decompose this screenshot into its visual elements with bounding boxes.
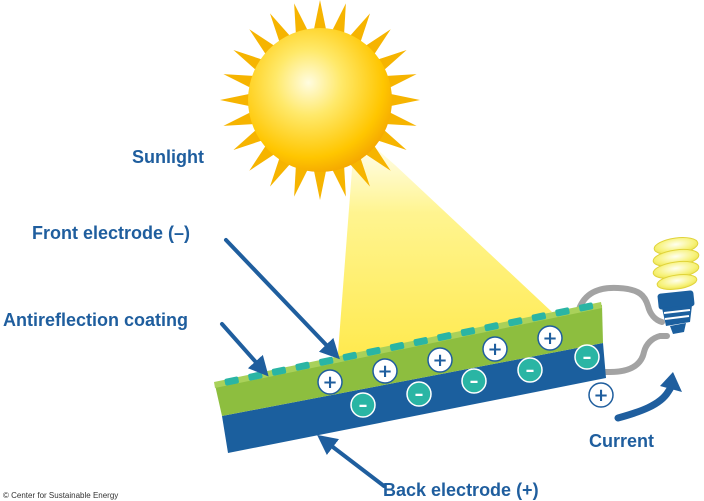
back-electrode-arrow-icon xyxy=(317,434,386,488)
positive-charge: + xyxy=(537,325,563,351)
current-arrow-icon xyxy=(614,372,682,422)
front-electrode-label: Front electrode (–) xyxy=(32,223,190,243)
sun-icon xyxy=(220,0,420,200)
sun-ray xyxy=(383,92,420,108)
sun-ray xyxy=(312,163,328,200)
front-electrode-dots xyxy=(224,302,594,386)
antireflection-arrow-icon xyxy=(220,322,269,377)
minus-charge-label: – xyxy=(359,395,368,416)
charges-group: +++++––––– xyxy=(317,325,600,418)
front-electrode-dot xyxy=(484,322,499,332)
positive-charge: + xyxy=(482,336,508,362)
plus-charge-label: + xyxy=(432,350,447,371)
front-electrode-dot xyxy=(460,327,476,337)
credit-text: © Center for Sustainable Energy xyxy=(3,491,118,500)
front-electrode-dot xyxy=(413,337,428,347)
light-bulb-icon xyxy=(652,237,700,334)
front-electrode-dot xyxy=(224,376,239,386)
positive-charge: + xyxy=(427,347,453,373)
negative-charge: – xyxy=(517,357,543,383)
pointer-arrows xyxy=(220,238,386,488)
plus-charge-wire: + xyxy=(588,382,614,408)
plus-charge-label: + xyxy=(593,385,608,406)
front-electrode-dot xyxy=(389,341,405,351)
sunlight-label: Sunlight xyxy=(132,147,204,167)
negative-charge: – xyxy=(350,392,376,418)
sun-ray xyxy=(312,0,328,37)
antireflection-coating-layer xyxy=(215,305,603,416)
sunlight-beam xyxy=(337,130,552,366)
sun-ray xyxy=(220,92,257,108)
front-electrode-dot xyxy=(508,317,523,327)
negative-charge: – xyxy=(574,344,600,370)
front-electrode-dot xyxy=(271,366,287,376)
front-electrode-dot xyxy=(295,361,310,371)
front-electrode-dot xyxy=(555,307,570,317)
plus-charge-label: + xyxy=(377,361,392,382)
front-electrode-dot xyxy=(531,312,547,322)
positive-charge: + xyxy=(372,358,398,384)
negative-charge: – xyxy=(406,381,432,407)
back-electrode-label: Back electrode (+) xyxy=(383,480,539,500)
front-electrode-dot xyxy=(437,332,452,342)
antireflection-coating-label: Antireflection coating xyxy=(3,310,188,330)
positive-charge: + xyxy=(317,369,343,395)
minus-charge-label: – xyxy=(470,371,479,392)
minus-charge-label: – xyxy=(526,360,535,381)
plus-charge-label: + xyxy=(322,372,337,393)
plus-charge-label: + xyxy=(542,328,557,349)
front-electrode-dot xyxy=(342,351,358,361)
negative-charge: – xyxy=(461,368,487,394)
front-electrode-dot xyxy=(578,302,594,312)
minus-charge-label: – xyxy=(415,384,424,405)
current-label: Current xyxy=(589,431,654,451)
minus-charge-label: – xyxy=(583,347,592,368)
front-electrode-dot xyxy=(366,346,381,356)
circuit-wire xyxy=(575,284,670,375)
plus-charge-label: + xyxy=(487,339,502,360)
front-electrode-arrow-icon xyxy=(224,238,340,360)
